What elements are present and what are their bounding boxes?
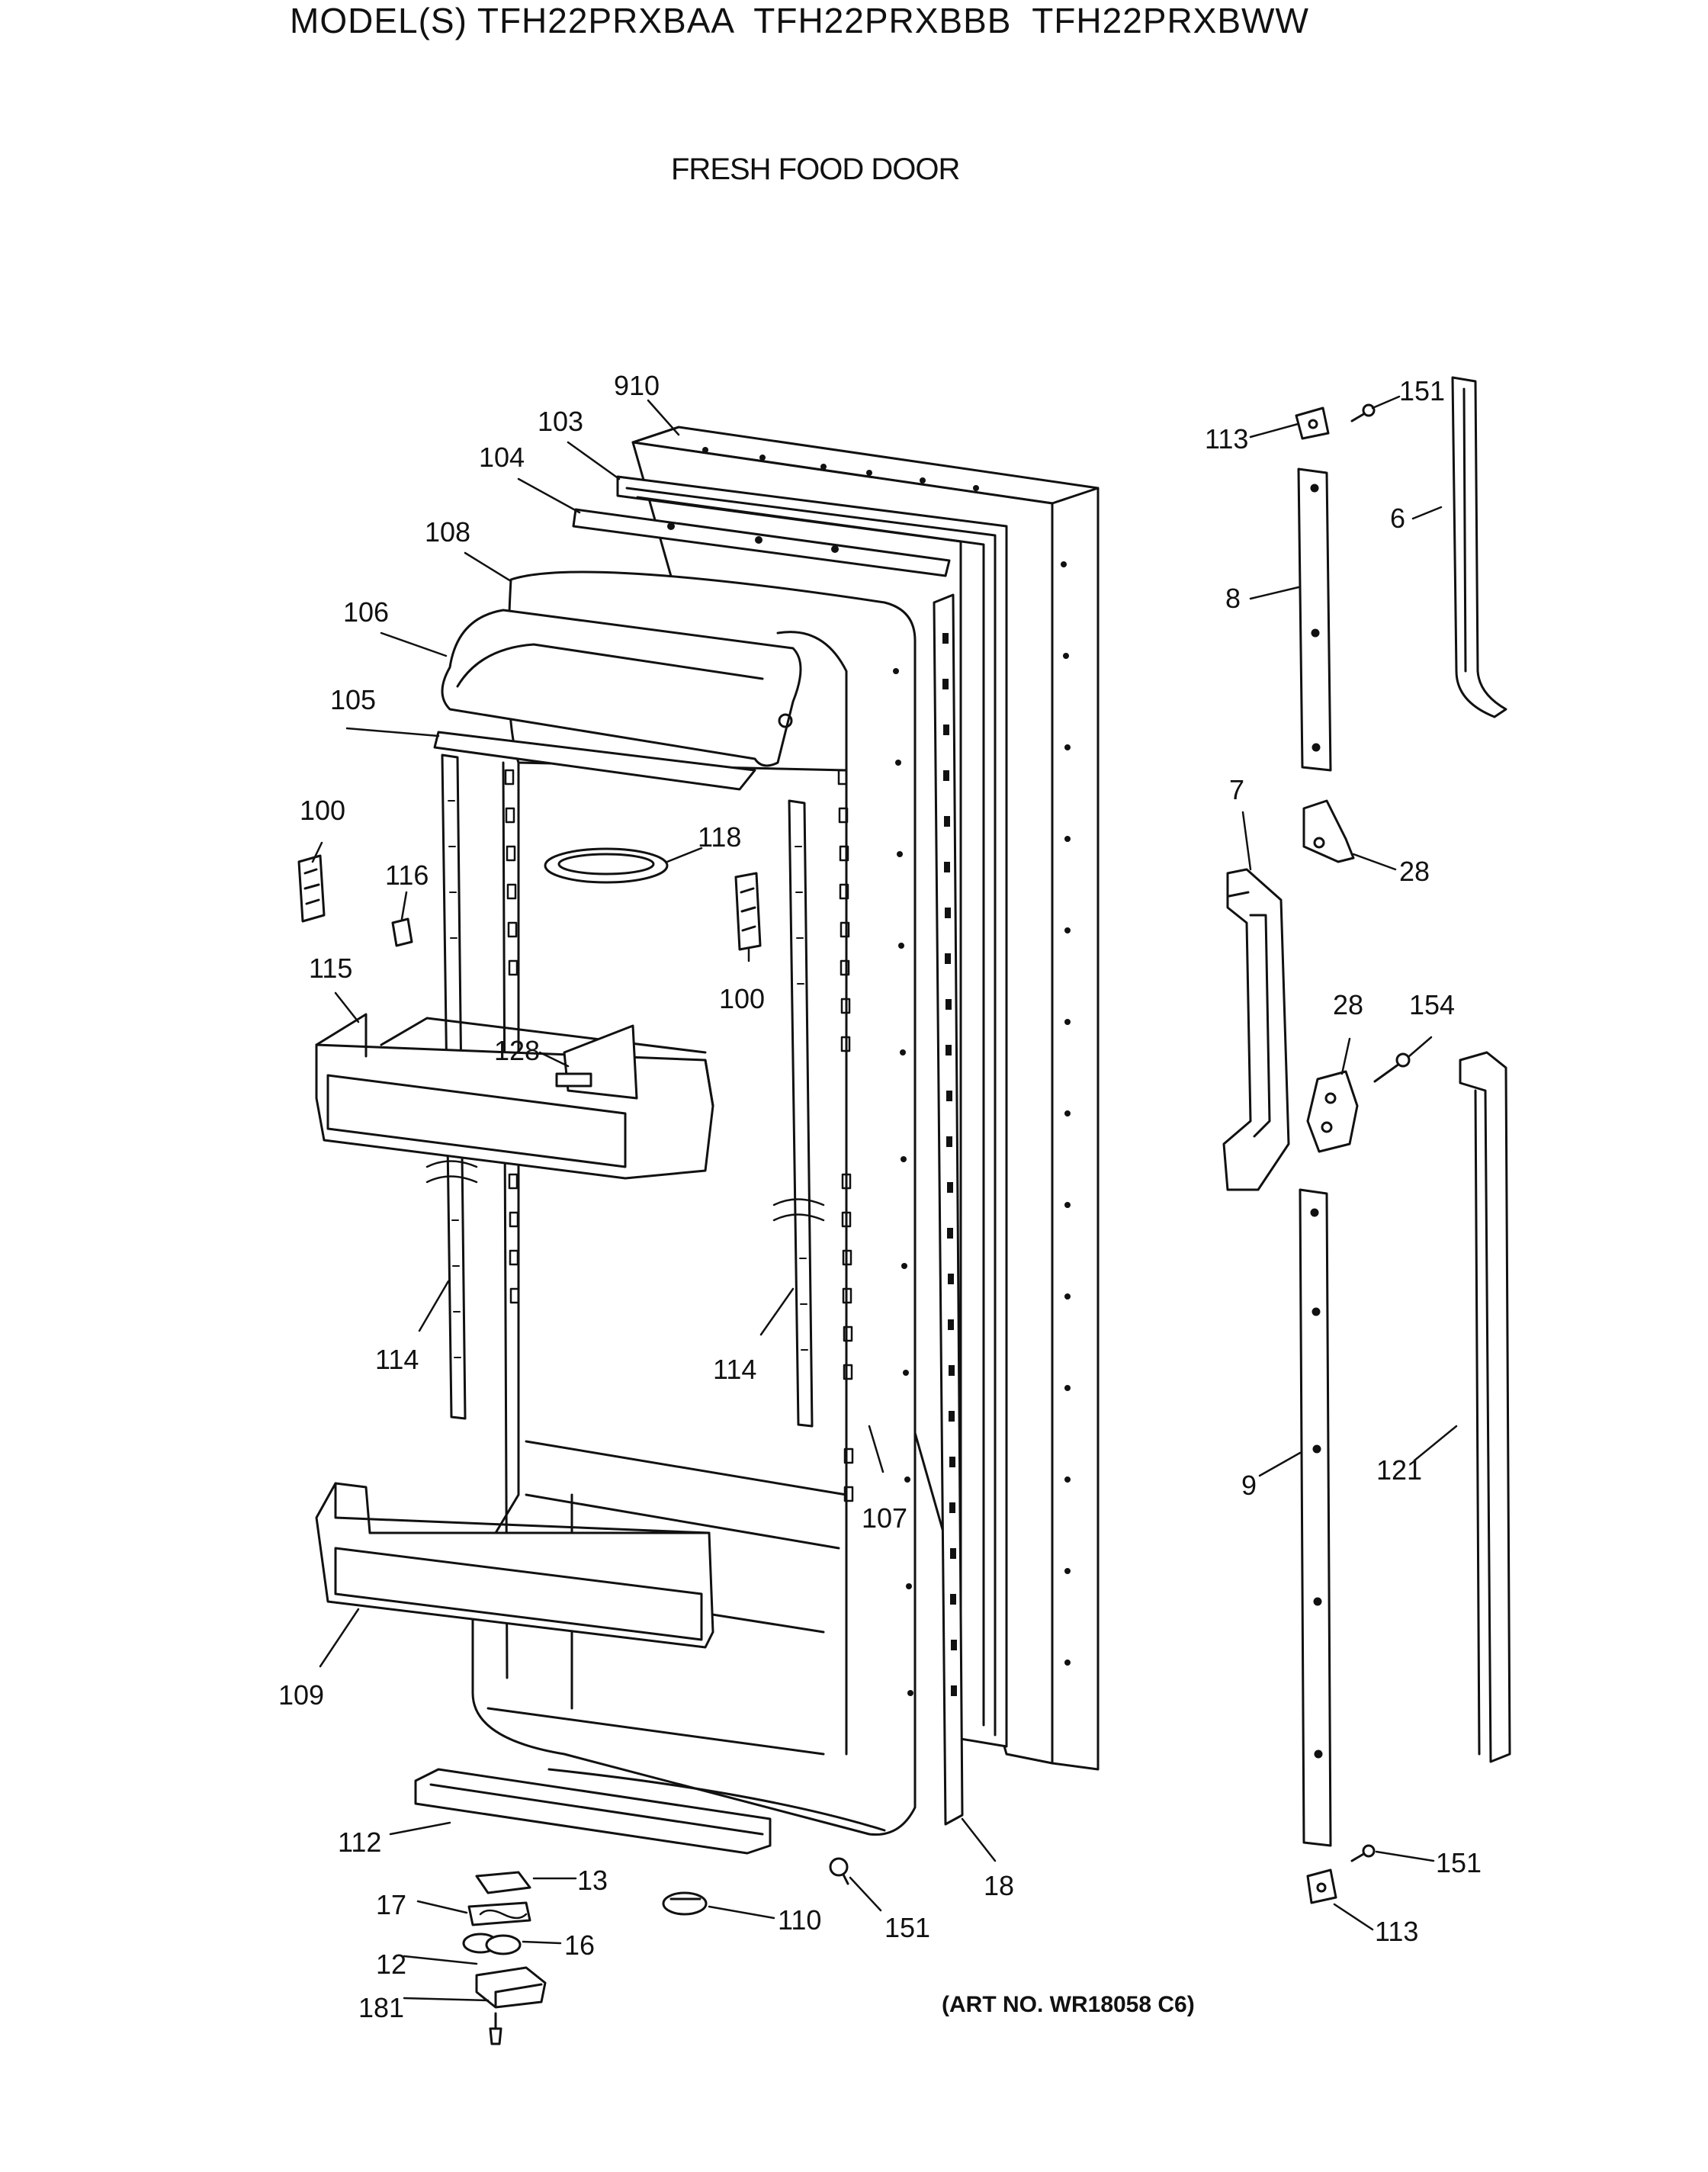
side-gasket-strip — [933, 593, 964, 1826]
screw-center — [829, 1857, 849, 1885]
callout-18: 18 — [984, 1870, 1014, 1901]
bin-divider — [555, 1024, 638, 1100]
callout-110: 110 — [778, 1904, 821, 1936]
end-cap-top — [1295, 406, 1330, 440]
callout-100-right: 100 — [719, 983, 765, 1014]
callout-labels: 910 103 104 108 106 105 100 116 118 100 … — [278, 370, 1482, 2023]
light-lens — [544, 847, 669, 884]
callout-17: 17 — [376, 1889, 406, 1920]
callout-106: 106 — [343, 596, 389, 628]
callout-28-lower: 28 — [1333, 989, 1363, 1020]
callout-9: 9 — [1241, 1470, 1257, 1501]
callout-108: 108 — [425, 516, 470, 548]
callout-105: 105 — [330, 684, 376, 715]
callout-13: 13 — [577, 1865, 608, 1896]
callout-116: 116 — [385, 859, 429, 891]
shelf-bracket-clip-left — [297, 854, 326, 923]
callout-910: 910 — [614, 370, 660, 401]
callout-100-left: 100 — [300, 795, 345, 826]
lower-door-bin — [315, 1482, 714, 1649]
page-title: MODEL(S) TFH22PRXBAA TFH22PRXBBB TFH22PR… — [290, 1, 1309, 40]
callout-104: 104 — [479, 442, 525, 473]
screw-top-right — [1350, 403, 1376, 423]
handle-mount-lower — [1299, 1188, 1332, 1847]
shelf-support-rail-right — [772, 799, 825, 1428]
leader-lines — [311, 395, 1458, 2002]
callout-103: 103 — [538, 406, 583, 437]
hinge-cam-parts — [462, 1871, 547, 2045]
shelf-bracket-clip-right — [734, 872, 762, 951]
callout-16: 16 — [564, 1929, 595, 1961]
callout-114-left: 114 — [375, 1344, 419, 1375]
bottom-door-trim — [414, 1768, 772, 1855]
callout-113-top: 113 — [1205, 423, 1248, 455]
callout-114-right: 114 — [713, 1354, 756, 1385]
callout-28-upper: 28 — [1399, 856, 1430, 887]
callout-113-bottom: 113 — [1375, 1916, 1418, 1947]
dairy-shelf-strip — [433, 731, 756, 791]
callout-151-bottom-right: 151 — [1436, 1847, 1482, 1878]
callout-8: 8 — [1225, 583, 1241, 614]
callout-151-top-right: 151 — [1399, 375, 1445, 406]
callout-7: 7 — [1229, 774, 1244, 805]
callout-109: 109 — [278, 1679, 324, 1711]
callout-115: 115 — [309, 953, 352, 984]
callout-128: 128 — [494, 1035, 540, 1066]
door-plug — [662, 1891, 708, 1916]
callout-6: 6 — [1390, 503, 1405, 534]
retainer-clip — [391, 917, 413, 947]
callout-12: 12 — [376, 1949, 406, 1980]
callout-112: 112 — [338, 1827, 381, 1858]
handle-mount-upper — [1297, 467, 1332, 772]
handle-bracket-upper — [1302, 799, 1355, 863]
dairy-compartment-cover — [441, 609, 802, 767]
callout-118: 118 — [698, 821, 741, 853]
end-cap-bottom — [1306, 1868, 1337, 1904]
callout-121: 121 — [1376, 1454, 1422, 1486]
callout-181: 181 — [358, 1992, 404, 2023]
handle-bracket-lower — [1306, 1070, 1359, 1153]
handle-trim-upper — [1451, 376, 1507, 718]
door-handle — [1222, 868, 1290, 1191]
callout-154: 154 — [1409, 989, 1455, 1020]
art-number: (ART NO. WR18058 C6) — [942, 1992, 1195, 2017]
callout-151-center: 151 — [884, 1912, 930, 1943]
screw-154 — [1373, 1052, 1411, 1083]
diagram-subtitle: FRESH FOOD DOOR — [671, 153, 960, 186]
callout-107: 107 — [862, 1502, 907, 1534]
screw-bottom-right — [1350, 1844, 1376, 1862]
handle-trim-lower — [1459, 1051, 1511, 1763]
top-trim-strip — [572, 508, 951, 577]
